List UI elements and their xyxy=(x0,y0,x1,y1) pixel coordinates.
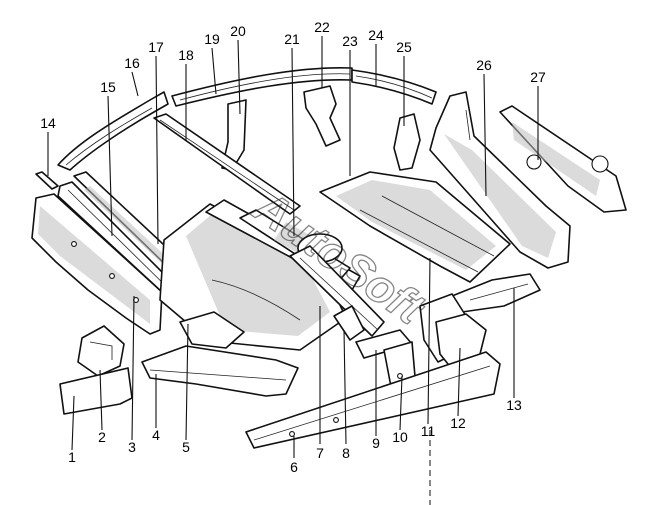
callout-4: 4 xyxy=(152,427,160,443)
callout-14: 14 xyxy=(40,115,56,131)
part-26 xyxy=(429,91,571,269)
callout-10: 10 xyxy=(392,429,408,445)
callout-22: 22 xyxy=(314,19,330,35)
callout-1: 1 xyxy=(68,449,76,465)
callout-19: 19 xyxy=(204,31,220,47)
part-1 xyxy=(59,367,133,415)
part-25 xyxy=(393,113,421,171)
part-16 xyxy=(57,91,169,171)
callout-numbers: 1 2 3 4 5 6 7 8 9 10 11 12 13 14 15 16 1… xyxy=(40,19,546,475)
callout-3: 3 xyxy=(128,439,136,455)
callout-20: 20 xyxy=(230,23,246,39)
part-18 xyxy=(153,113,301,215)
callout-16: 16 xyxy=(124,55,140,71)
callout-12: 12 xyxy=(450,415,466,431)
part-22 xyxy=(303,85,341,147)
callout-21: 21 xyxy=(284,31,300,47)
callout-18: 18 xyxy=(178,47,194,63)
part-8 xyxy=(333,305,365,341)
callout-8: 8 xyxy=(342,445,350,461)
part-14 xyxy=(35,171,59,190)
callout-13: 13 xyxy=(506,397,522,413)
part-5 xyxy=(179,311,245,349)
callout-9: 9 xyxy=(372,435,380,451)
leader-lines xyxy=(47,36,539,458)
callout-5: 5 xyxy=(182,439,190,455)
callout-7: 7 xyxy=(316,445,324,461)
callout-25: 25 xyxy=(396,39,412,55)
callout-15: 15 xyxy=(100,79,116,95)
callout-2: 2 xyxy=(98,429,106,445)
callout-11: 11 xyxy=(421,423,436,439)
part-2 xyxy=(77,325,125,377)
part-23 xyxy=(319,171,511,283)
part-3 xyxy=(31,193,163,335)
callout-27: 27 xyxy=(530,69,546,85)
callout-24: 24 xyxy=(368,27,384,43)
part-6 xyxy=(245,351,501,449)
part-27 xyxy=(499,105,627,213)
callout-26: 26 xyxy=(476,57,492,73)
callout-6: 6 xyxy=(290,459,298,475)
part-24 xyxy=(351,69,437,105)
callout-23: 23 xyxy=(342,33,358,49)
callout-17: 17 xyxy=(148,39,164,55)
part-4 xyxy=(141,345,299,397)
